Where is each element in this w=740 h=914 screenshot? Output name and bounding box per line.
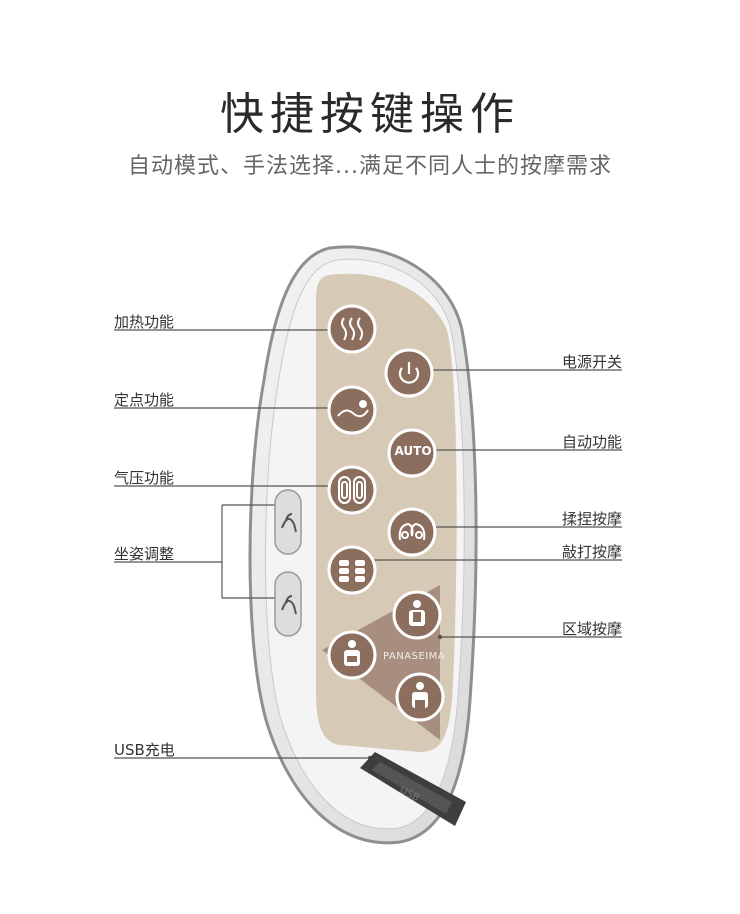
seat-recline-icon [281, 513, 297, 533]
air-pressure-button [327, 465, 377, 515]
air-pressure-icon [338, 476, 366, 504]
heat-waves-icon [341, 317, 363, 341]
label-power: 电源开关 [561, 353, 622, 371]
label-fixed-point: 定点功能 [114, 391, 175, 409]
auto-button-label[interactable]: AUTO [394, 444, 432, 458]
recline-up-button [274, 489, 302, 555]
page-subtitle: 自动模式、手法选择...满足不同人士的按摩需求 [128, 154, 612, 179]
tapping-button [327, 545, 377, 595]
label-tapping: 敲打按摩 [561, 543, 622, 561]
seat-recline-icon [281, 595, 297, 615]
page-title: 快捷按键操作 [220, 89, 520, 140]
label-zone-massage: 区域按摩 [561, 620, 622, 638]
kneading-hands-icon [398, 522, 426, 541]
auto-button [387, 428, 437, 478]
recline-down-button [274, 571, 302, 637]
fixed-point-button [327, 385, 377, 435]
fixed-point-icon [337, 400, 369, 418]
usb-port [360, 752, 466, 826]
label-heating: 加热功能 [114, 313, 175, 331]
label-usb-charge: USB充电 [114, 741, 175, 759]
leader-lines [114, 329, 622, 759]
lower-body-icon [412, 682, 428, 708]
power-icon [398, 362, 420, 384]
label-auto-function: 自动功能 [561, 433, 622, 451]
brand-label: PANASEIMA [383, 651, 446, 662]
label-posture-adjust: 坐姿调整 [114, 545, 175, 563]
tapping-icon [339, 560, 365, 582]
upper-body-icon [409, 600, 425, 626]
middle-body-icon [344, 640, 360, 666]
label-air-pressure: 气压功能 [114, 469, 175, 487]
label-kneading: 揉捏按摩 [561, 510, 622, 528]
